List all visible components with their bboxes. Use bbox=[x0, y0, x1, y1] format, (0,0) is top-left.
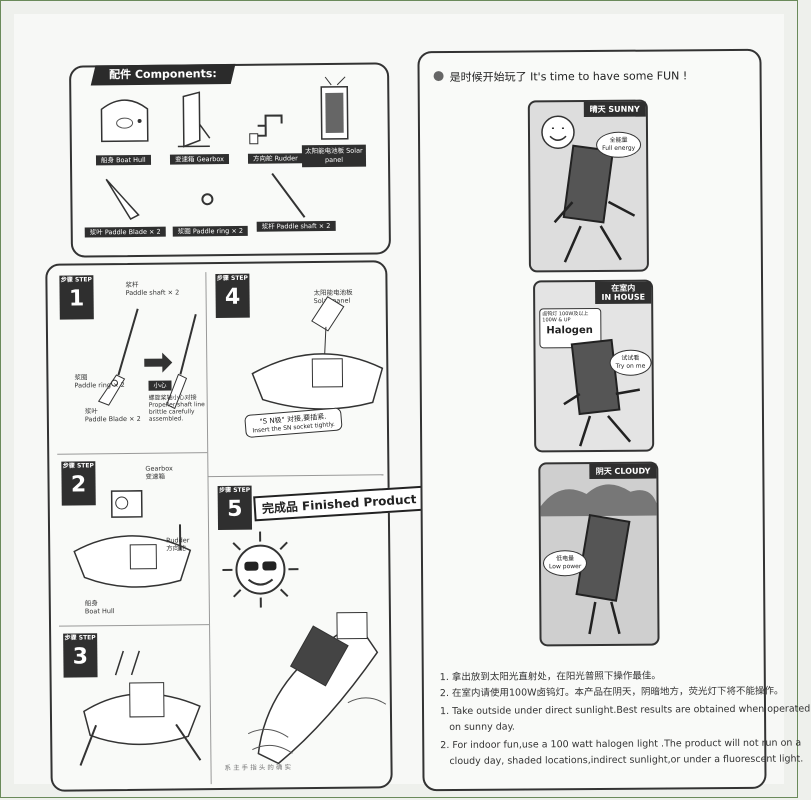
boat-hull-icon bbox=[100, 99, 149, 143]
sunny-card: 晴天 SUNNY 全能量 Full energy bbox=[527, 99, 649, 273]
step-2-hull-label: 船身 Boat Hull bbox=[84, 599, 115, 616]
paddle-ring-icon bbox=[201, 193, 214, 206]
dark-cloud-icon bbox=[540, 484, 657, 517]
boat-hull-label: 船身 Boat Hull bbox=[95, 154, 151, 166]
step-5-badge: 步骤 STEP 5 bbox=[217, 485, 253, 531]
steps-divider-3 bbox=[207, 474, 384, 478]
fun-panel: 是时候开始玩了 It's time to have some FUN ! 晴天 … bbox=[417, 48, 810, 792]
sunny-sun-icon bbox=[541, 115, 575, 149]
step-2-gearbox-label: Gearbox 变速箱 bbox=[145, 464, 173, 481]
instruction-line-4: on sunny day. bbox=[440, 721, 515, 734]
step-2-rudder-label: Rudder 方向舵 bbox=[166, 536, 190, 553]
paddle-ring-label: 浆圈 Paddle ring × 2 bbox=[172, 225, 249, 237]
step-4-badge: 步骤 STEP 4 bbox=[215, 273, 250, 319]
instruction-line-2: 2. 在室内请使用100W卤钨灯。本产品在阴天，阴暗地方，荧光灯下将不能操作。 bbox=[439, 685, 784, 700]
step-1-paddle-illustration bbox=[97, 308, 197, 410]
step-4-assembly-illustration bbox=[251, 296, 384, 410]
paddle-shaft-icon bbox=[271, 172, 306, 218]
paddle-blade-icon bbox=[105, 178, 140, 221]
steps-divider-vertical bbox=[205, 272, 212, 785]
instruction-line-1: 1. 拿出放到太阳光直射处，在阳光普照下操作最佳。 bbox=[439, 670, 661, 684]
walking-solar-panel-icon bbox=[563, 338, 641, 447]
instruction-line-6: cloudy day, shaded locations,indirect su… bbox=[440, 753, 804, 768]
cloudy-card: 阴天 CLOUDY 低电量 Low power bbox=[538, 461, 660, 647]
running-solar-panel-icon bbox=[553, 144, 636, 263]
step-1-note: 螺旋桨轴小心对接 Propeller shaft line brittle ca… bbox=[148, 394, 205, 423]
in-house-card: 在室内 IN HOUSE 卤钨灯 100W及以上 100W & UP Halog… bbox=[533, 279, 655, 453]
components-title: 配件 Components: bbox=[90, 63, 236, 86]
steps-divider-2 bbox=[59, 624, 210, 627]
sun-sunglasses-icon bbox=[222, 531, 299, 608]
try-on-me-bubble: 试试看 Try on me bbox=[609, 349, 652, 376]
in-house-label: 在室内 IN HOUSE bbox=[595, 281, 652, 304]
rudder-label: 方向舵 Rudder bbox=[247, 153, 303, 164]
step-1-caution-tag: 小心 bbox=[148, 380, 172, 391]
components-panel: 配件 Components: 船身 Boat Hull 变速箱 Gearbox … bbox=[69, 62, 391, 258]
sunny-label: 晴天 SUNNY bbox=[583, 101, 646, 118]
gearbox-icon bbox=[177, 91, 211, 148]
instruction-line-5: 2. For indoor fun,use a 100 watt halogen… bbox=[440, 737, 802, 752]
step-1-shaft-label: 浆杆 Paddle shaft × 2 bbox=[125, 280, 180, 297]
paddle-blade-label: 浆叶 Paddle Blade × 2 bbox=[84, 226, 166, 238]
fun-title: 是时候开始玩了 It's time to have some FUN ! bbox=[449, 69, 688, 84]
step-1-blade-label: 浆叶 Paddle Blade × 2 bbox=[84, 407, 141, 424]
steps-panel: 步骤 STEP 1 浆杆 Paddle shaft × 2 浆圈 Paddle … bbox=[45, 260, 435, 792]
gearbox-label: 变速箱 Gearbox bbox=[169, 154, 230, 165]
instruction-line-3: 1. Take outside under direct sunlight.Be… bbox=[439, 703, 811, 718]
finished-boat-illustration bbox=[247, 611, 387, 765]
sad-solar-panel-icon bbox=[575, 513, 631, 635]
solar-panel-icon bbox=[320, 76, 349, 140]
steps-divider-1 bbox=[57, 452, 208, 455]
step-2-assembly-illustration bbox=[73, 490, 192, 588]
step-1-ring-label: 浆圈 Paddle ring × 2 bbox=[74, 373, 125, 390]
sun-icon bbox=[433, 71, 444, 82]
step-3-assembly-illustration bbox=[79, 650, 202, 766]
paddle-shaft-label: 浆杆 Paddle shaft × 2 bbox=[256, 220, 336, 232]
rudder-icon bbox=[249, 114, 283, 145]
solar-panel-label: 太阳能电池板 Solar panel bbox=[301, 144, 367, 168]
